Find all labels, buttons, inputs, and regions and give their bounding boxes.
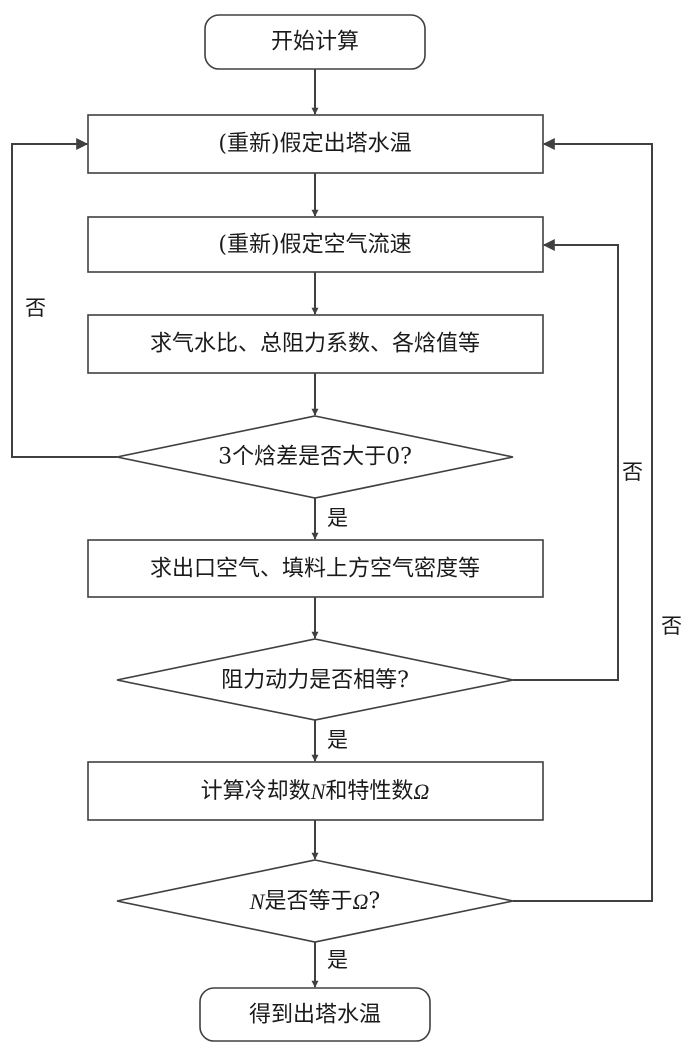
loop-final-no-to-outlet-temp [513, 138, 653, 902]
enthalpy-check-label: 3个焓差是否大于0? [218, 445, 412, 470]
start-label: 开始计算 [271, 30, 359, 55]
compute-density-label: 求出口空气、填料上方空气密度等 [150, 557, 480, 582]
end-label: 得到出塔水温 [249, 1003, 381, 1028]
edge-label-enthalpy-no: 否 [25, 296, 46, 320]
final-check-label: N是否等于Ω? [249, 889, 380, 914]
resistance-check-text: 阻力动力是否相等? [221, 668, 409, 693]
end-terminal [199, 987, 431, 1042]
final-check-mid: 是否等于 [264, 889, 352, 914]
compute-ratios-box [87, 314, 544, 374]
loop-enthalpy-no-to-outlet-temp [11, 138, 117, 458]
cooling-number-box [87, 761, 544, 821]
cooling-number-mid: 和特性数 [325, 779, 413, 804]
final-check-omega: Ω [352, 889, 368, 914]
compute-ratios-label: 求气水比、总阻力系数、各焓值等 [150, 332, 480, 357]
resistance-check-label: 阻力动力是否相等? [221, 668, 409, 693]
final-check-n: N [249, 889, 266, 914]
assume-air-velocity-box [87, 216, 544, 273]
cooling-number-label: 计算冷却数N和特性数Ω [201, 779, 430, 804]
final-check-post: ? [368, 889, 380, 914]
loop-resistance-no-to-air-velocity [513, 239, 619, 681]
assume-outlet-temp-box [87, 114, 544, 174]
cooling-number-n: N [310, 779, 327, 804]
edge-label-resistance-yes: 是 [327, 728, 348, 752]
edge-label-enthalpy-yes: 是 [327, 506, 348, 530]
assume-air-velocity-label: (重新)假定空气流速 [218, 233, 411, 258]
edge-label-final-yes: 是 [327, 948, 348, 972]
edge-label-final-no: 否 [661, 614, 682, 638]
cooling-number-omega: Ω [413, 779, 429, 804]
edge-label-resistance-no: 否 [622, 460, 643, 484]
cooling-number-pre: 计算冷却数 [201, 779, 311, 804]
assume-outlet-temp-label: (重新)假定出塔水温 [218, 132, 411, 157]
